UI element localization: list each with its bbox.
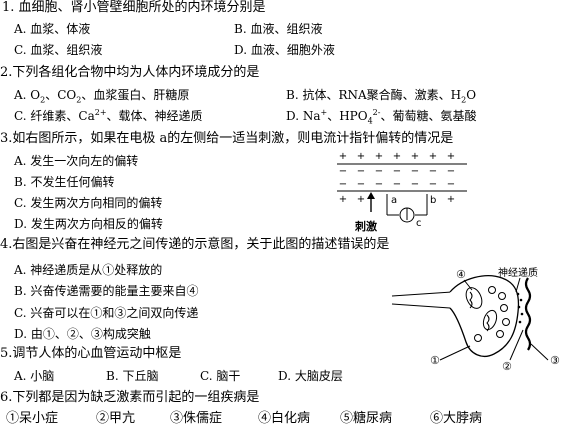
charge-minus: −	[357, 179, 365, 190]
synaptic-vesicle	[488, 286, 496, 294]
charge-plus: +	[447, 151, 455, 162]
charge-minus: −	[411, 179, 419, 190]
q4-option-c: C. 兴奋可以在①和③之间双向传递	[14, 306, 199, 320]
charge-minus: −	[375, 166, 383, 177]
neurotransmitter-label: 神经递质	[498, 266, 538, 279]
charge-minus: −	[375, 179, 383, 190]
q3-stem: 3.如右图所示，如果在电极 a的左侧给一适当刺激，则电流计指针偏转的情况是	[0, 131, 454, 146]
q1-option-d: D. 血液、细胞外液	[234, 43, 335, 57]
postsynaptic-membrane	[524, 277, 532, 351]
charge-minus: −	[393, 179, 401, 190]
q2-option-c: C. 纤维素、Ca2+、载体、神经递质	[14, 108, 203, 124]
q5-option-a: A. 小脑	[14, 369, 55, 383]
q4-option-b: B. 兴奋传递需要的能量主要来自④	[14, 284, 199, 298]
q1-option-a: A. 血浆、体液	[14, 22, 91, 36]
charge-plus: +	[357, 194, 365, 205]
nerve-fiber-figure: + + + + + + + − − − − − − − − − − − − − …	[337, 151, 467, 232]
q6-item-2: ②甲亢	[96, 411, 136, 426]
q5-option-c: C. 脑干	[200, 369, 241, 383]
q4-option-a: A. 神经递质是从①处释放的	[14, 263, 163, 277]
label-1: ①	[430, 354, 440, 367]
charge-minus: −	[447, 166, 455, 177]
label-3: ③	[550, 354, 560, 367]
charge-plus: +	[357, 151, 365, 162]
q4-stem: 4.右图是兴奋在神经元之间传递的示意图，关于此图的描述错误的是	[0, 237, 390, 252]
q3-option-b: B. 不发生任何偏转	[14, 175, 115, 189]
charge-plus: +	[339, 194, 347, 205]
label-4: ④	[456, 268, 466, 281]
charge-minus: −	[339, 179, 347, 190]
charge-minus: −	[393, 166, 401, 177]
stimulus-label: 刺激	[354, 219, 377, 232]
label-2: ②	[502, 360, 512, 373]
synaptic-vesicle	[498, 292, 506, 300]
q6-item-5: ⑤糖尿病	[340, 411, 393, 426]
mitochondrion	[465, 287, 483, 309]
q6-stem: 6.下列都是因为缺乏激素而引起的一组疾病是	[0, 390, 260, 405]
q5-stem: 5.调节人体的心血管运动中枢是	[0, 346, 182, 361]
q3-option-d: D. 发生两次方向相反的偏转	[14, 217, 163, 231]
q5-option-d: D. 大脑皮层	[278, 369, 343, 383]
synapse-figure: 神经递质 ④ ① ② ③	[391, 266, 560, 373]
charge-minus: −	[447, 179, 455, 190]
q1-option-b: B. 血液、组织液	[234, 22, 323, 36]
electrode-a-label: a	[391, 195, 397, 206]
q6-item-3: ③侏儒症	[170, 411, 223, 426]
charge-minus: −	[357, 166, 365, 177]
synaptic-vesicle	[500, 304, 508, 312]
charge-minus: −	[339, 166, 347, 177]
q2-option-a: A. O2、CO2、血浆蛋白、肝糖原	[14, 88, 190, 105]
charge-plus: +	[393, 151, 401, 162]
charge-plus: +	[447, 194, 455, 205]
galvanometer-label: c	[416, 218, 422, 229]
q3-option-c: C. 发生两次方向相同的偏转	[14, 196, 163, 210]
q6-item-6: ⑥大脖病	[430, 411, 483, 426]
q6-item-4: ④白化病	[258, 411, 311, 426]
q2-option-b: B. 抗体、RNA聚合酶、激素、H2O	[286, 88, 477, 105]
synaptic-vesicle	[496, 330, 504, 338]
mitochondrion	[482, 309, 498, 331]
charge-minus: −	[411, 166, 419, 177]
q1-stem: 1. 血细胞、肾小管壁细胞所处的内环境分别是	[2, 0, 266, 15]
q4-option-d: D. 由①、②、③构成突触	[14, 327, 151, 341]
presynaptic-terminal	[449, 275, 520, 357]
synaptic-vesicle	[502, 318, 510, 326]
q5-option-b: B. 下丘脑	[106, 369, 159, 383]
charge-plus: +	[411, 151, 419, 162]
q2-option-d: D. Na+、HPO42-、葡萄糖、氨基酸	[286, 108, 477, 126]
charge-minus: −	[429, 166, 437, 177]
charge-plus: +	[339, 151, 347, 162]
axon	[391, 291, 453, 309]
charge-plus: +	[429, 151, 437, 162]
q1-option-c: C. 血浆、组织液	[14, 43, 103, 57]
electrode-b-label: b	[430, 195, 436, 206]
charge-plus: +	[375, 151, 383, 162]
q6-item-1: ①呆小症	[6, 411, 59, 426]
q3-option-a: A. 发生一次向左的偏转	[14, 154, 139, 168]
synaptic-vesicle	[474, 334, 482, 342]
charge-minus: −	[429, 179, 437, 190]
q2-stem: 2.下列各组化合物中均为人体内环境成分的是	[0, 65, 260, 80]
